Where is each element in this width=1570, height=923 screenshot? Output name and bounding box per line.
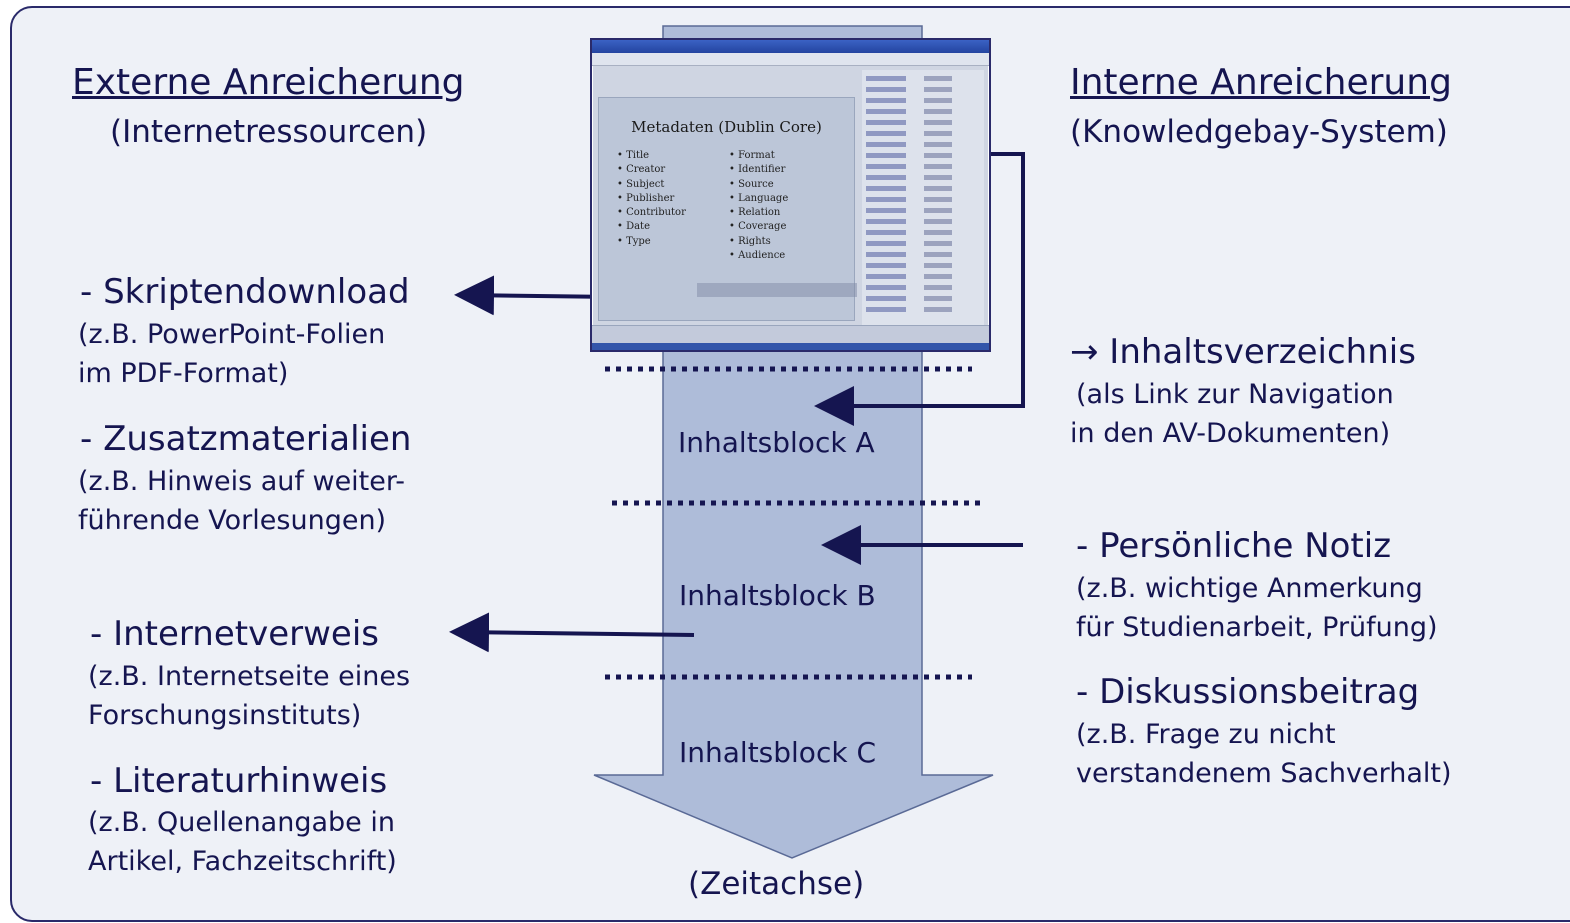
slide-list-item: Coverage xyxy=(729,221,788,235)
slide-list-item: Contributor xyxy=(617,207,686,221)
right-heading: Interne Anreicherung xyxy=(1070,62,1452,103)
slide-list-item: Date xyxy=(617,221,686,235)
right-subheading: (Knowledgebay-System) xyxy=(1070,114,1448,150)
content-block-b: Inhaltsblock B xyxy=(679,579,876,612)
taskbar xyxy=(592,343,989,350)
item-diskussionsbeitrag: - Diskussionsbeitrag xyxy=(1076,672,1420,712)
timeline-label: (Zeitachse) xyxy=(688,866,865,902)
item-note: (z.B. Frage zu nicht xyxy=(1076,719,1336,750)
content-block-c: Inhaltsblock C xyxy=(679,736,876,769)
content-block-a: Inhaltsblock A xyxy=(678,426,875,459)
item-internetverweis: - Internetverweis xyxy=(90,614,379,654)
slide-list-item: Title xyxy=(617,150,686,164)
slide-list-col2: Format Identifier Source Language Relati… xyxy=(729,150,788,264)
slide-list-item: Format xyxy=(729,150,788,164)
slide-list-item: Audience xyxy=(729,250,788,264)
slide-list-item: Subject xyxy=(617,179,686,193)
item-inhaltsverzeichnis: → Inhaltsverzeichnis xyxy=(1070,332,1416,372)
slide-list-item: Creator xyxy=(617,164,686,178)
item-persoenliche-notiz: - Persönliche Notiz xyxy=(1076,526,1392,566)
slide-list-item: Relation xyxy=(729,207,788,221)
left-subheading: (Internetressourcen) xyxy=(110,114,428,150)
item-note: (z.B. wichtige Anmerkung xyxy=(1076,573,1423,604)
item-note: (z.B. PowerPoint-Folien xyxy=(78,319,386,350)
arrow-internetverweis xyxy=(449,612,695,653)
window-toolbar xyxy=(592,53,989,66)
item-note: (z.B. Quellenangabe in xyxy=(88,807,395,838)
slide-list-item: Identifier xyxy=(729,164,788,178)
toc-panel xyxy=(862,70,984,340)
slide-list-item: Type xyxy=(617,236,686,250)
slide-list-item: Source xyxy=(729,179,788,193)
arrow-inhaltsverzeichnis xyxy=(814,152,1025,426)
item-note: im PDF-Format) xyxy=(78,358,289,389)
item-note: in den AV-Dokumenten) xyxy=(1070,418,1391,449)
item-note: Forschungsinstituts) xyxy=(88,700,362,731)
item-note: Artikel, Fachzeitschrift) xyxy=(88,846,397,877)
slide-title: Metadaten (Dublin Core) xyxy=(631,118,822,136)
slide-list-item: Language xyxy=(729,193,788,207)
slide-strip xyxy=(697,283,857,297)
slide-list-col1: Title Creator Subject Publisher Contribu… xyxy=(617,150,686,250)
item-note: führende Vorlesungen) xyxy=(78,505,387,536)
window-titlebar xyxy=(592,40,989,53)
item-skriptendownload: - Skriptendownload xyxy=(80,272,410,312)
slide-list-item: Rights xyxy=(729,236,788,250)
item-note: verstandenem Sachverhalt) xyxy=(1076,758,1452,789)
left-heading: Externe Anreicherung xyxy=(72,62,465,103)
screenshot-thumbnail: Metadaten (Dublin Core) Title Creator Su… xyxy=(590,38,991,352)
item-note: (als Link zur Navigation xyxy=(1076,379,1394,410)
item-literaturhinweis: - Literaturhinweis xyxy=(90,761,388,801)
item-zusatzmaterialien: - Zusatzmaterialien xyxy=(80,419,412,459)
item-note: (z.B. Hinweis auf weiter- xyxy=(78,466,405,497)
item-note: (z.B. Internetseite eines xyxy=(88,661,411,692)
item-note: für Studienarbeit, Prüfung) xyxy=(1076,612,1438,643)
slide-list-item: Publisher xyxy=(617,193,686,207)
